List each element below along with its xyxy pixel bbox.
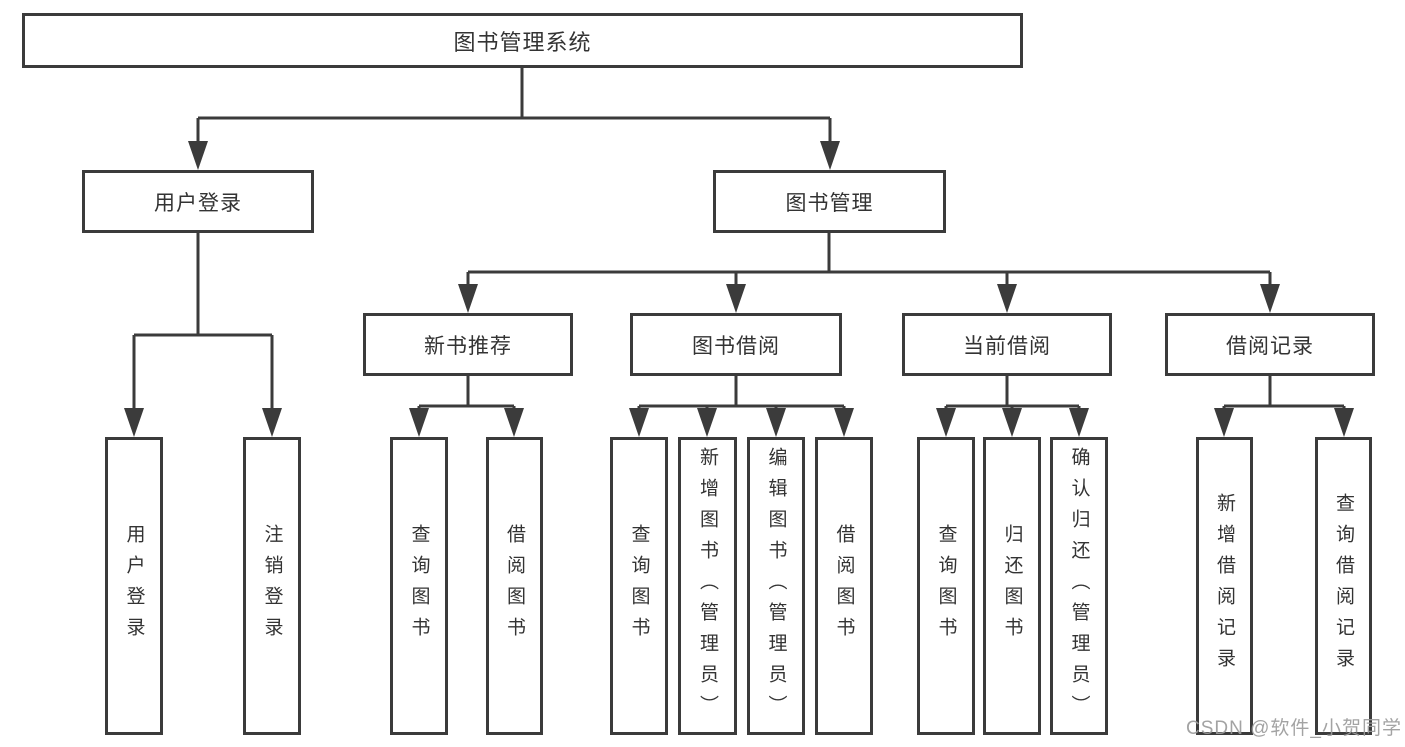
leaf-query-book-borrowing: 查询图书 — [610, 437, 668, 735]
node-book-borrowing: 图书借阅 — [630, 313, 842, 376]
leaf-add-book-admin: 新增图书（管理员） — [678, 437, 737, 735]
leaf-query-borrow-record-label: 查询借阅记录 — [1333, 493, 1354, 679]
leaf-logout: 注销登录 — [243, 437, 301, 735]
node-book-management-label: 图书管理 — [785, 191, 874, 215]
leaf-user-login: 用户登录 — [105, 437, 163, 735]
node-new-book-recommend-label: 新书推荐 — [424, 334, 512, 358]
leaf-edit-book-admin: 编辑图书（管理员） — [747, 437, 805, 735]
leaf-confirm-return-admin: 确认归还（管理员） — [1050, 437, 1108, 735]
leaf-logout-label: 注销登录 — [261, 524, 283, 648]
leaf-query-borrow-record: 查询借阅记录 — [1315, 437, 1372, 735]
leaf-edit-book-admin-label: 编辑图书（管理员） — [765, 446, 787, 726]
node-library-system-label: 图书管理系统 — [453, 29, 592, 55]
leaf-confirm-return-admin-label: 确认归还（管理员） — [1068, 446, 1090, 726]
leaf-add-borrow-record-label: 新增借阅记录 — [1214, 493, 1235, 679]
node-library-system: 图书管理系统 — [22, 13, 1023, 68]
leaf-borrow-book-recommend: 借阅图书 — [486, 437, 543, 735]
node-borrowing-records-label: 借阅记录 — [1226, 334, 1314, 358]
node-current-borrowing-label: 当前借阅 — [963, 334, 1051, 358]
csdn-watermark: CSDN @软件_小贺同学 — [1186, 718, 1402, 739]
leaf-borrow-book: 借阅图书 — [815, 437, 873, 735]
leaf-return-book: 归还图书 — [983, 437, 1041, 735]
leaf-user-login-label: 用户登录 — [123, 524, 145, 648]
node-current-borrowing: 当前借阅 — [902, 313, 1112, 376]
node-user-login-label: 用户登录 — [154, 191, 242, 215]
leaf-query-book-recommend: 查询图书 — [390, 437, 448, 735]
leaf-query-book-current: 查询图书 — [917, 437, 975, 735]
leaf-query-book-recommend-label: 查询图书 — [408, 524, 430, 648]
leaf-query-book-current-label: 查询图书 — [935, 524, 957, 648]
node-book-management: 图书管理 — [713, 170, 946, 233]
leaf-borrow-book-label: 借阅图书 — [833, 524, 855, 648]
leaf-add-borrow-record: 新增借阅记录 — [1196, 437, 1253, 735]
leaf-add-book-admin-label: 新增图书（管理员） — [697, 446, 718, 726]
node-borrowing-records: 借阅记录 — [1165, 313, 1375, 376]
leaf-return-book-label: 归还图书 — [1001, 524, 1023, 648]
node-book-borrowing-label: 图书借阅 — [692, 334, 780, 358]
leaf-query-book-borrowing-label: 查询图书 — [628, 524, 650, 648]
node-new-book-recommend: 新书推荐 — [363, 313, 573, 376]
leaf-borrow-book-recommend-label: 借阅图书 — [504, 524, 525, 648]
node-user-login: 用户登录 — [82, 170, 314, 233]
